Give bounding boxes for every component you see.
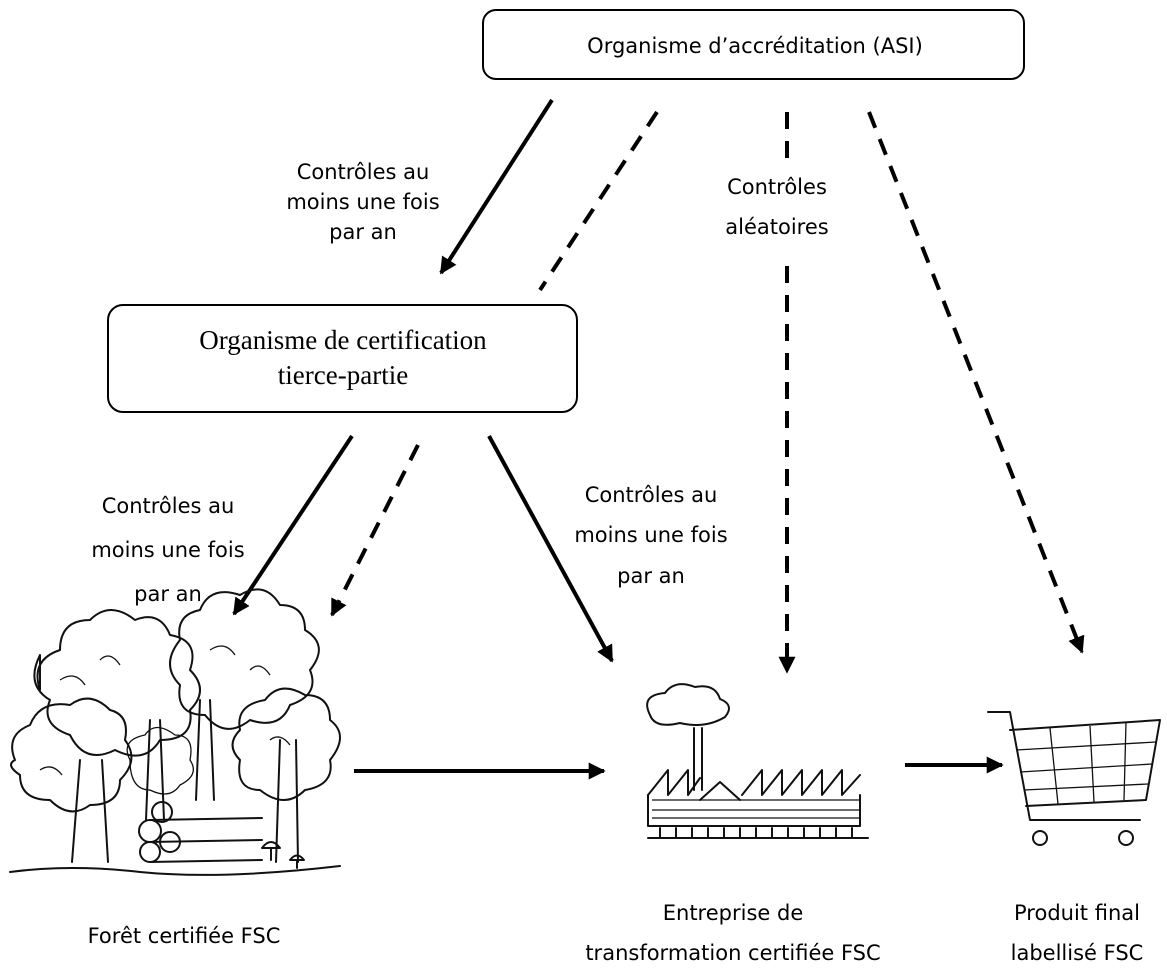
label-asi-controls: Contrôles au moins une fois par an: [286, 160, 439, 244]
svg-text:labellisé FSC: labellisé FSC: [1011, 941, 1144, 965]
svg-text:Contrôles: Contrôles: [727, 175, 827, 199]
accreditation-body-label: Organisme d’accréditation (ASI): [587, 34, 923, 58]
svg-text:par an: par an: [617, 564, 685, 588]
svg-text:moins une fois: moins une fois: [574, 523, 727, 547]
arrow-certification-to-factory: [487, 435, 614, 663]
svg-text:Forêt certifiée FSC: Forêt certifiée FSC: [88, 924, 281, 948]
dashed-arrow-asi-to-forest: [538, 110, 659, 292]
svg-text:aléatoires: aléatoires: [725, 215, 828, 239]
dashed-arrow-asi-to-product: [867, 111, 1085, 654]
svg-text:Contrôles au: Contrôles au: [102, 494, 235, 518]
label-certification-factory-controls: Contrôles au moins une fois par an: [574, 483, 727, 588]
factory-icon: [646, 683, 869, 839]
svg-text:Contrôles au: Contrôles au: [297, 160, 430, 184]
svg-text:moins une fois: moins une fois: [91, 538, 244, 562]
arrow-asi-to-certification: [439, 98, 554, 275]
arrow-certification-to-forest: [232, 434, 354, 616]
factory-label: Entreprise de transformation certifiée F…: [585, 901, 880, 965]
forest-label: Forêt certifiée FSC: [88, 924, 281, 948]
certification-body-label-line2: tierce-partie: [278, 360, 408, 390]
forest-icon: [9, 588, 341, 876]
svg-text:par an: par an: [329, 220, 397, 244]
certification-body-box: Organisme de certification tierce-partie: [107, 304, 578, 413]
svg-text:par an: par an: [134, 582, 202, 606]
shopping-cart-icon: [987, 711, 1161, 846]
dashed-arrow-certification-to-forest: [330, 444, 420, 617]
certification-body-label-line1: Organisme de certification: [199, 325, 487, 355]
accreditation-body-box: Organisme d’accréditation (ASI): [482, 9, 1025, 80]
svg-text:Entreprise de: Entreprise de: [663, 901, 804, 925]
svg-text:transformation certifiée FSC: transformation certifiée FSC: [585, 941, 880, 965]
svg-text:Produit final: Produit final: [1014, 901, 1140, 925]
svg-text:moins une fois: moins une fois: [286, 190, 439, 214]
product-label: Produit final labellisé FSC: [1011, 901, 1144, 965]
svg-text:Contrôles au: Contrôles au: [585, 483, 718, 507]
label-certification-forest-controls: Contrôles au moins une fois par an: [91, 494, 244, 606]
label-random-controls: Contrôles aléatoires: [725, 175, 828, 239]
